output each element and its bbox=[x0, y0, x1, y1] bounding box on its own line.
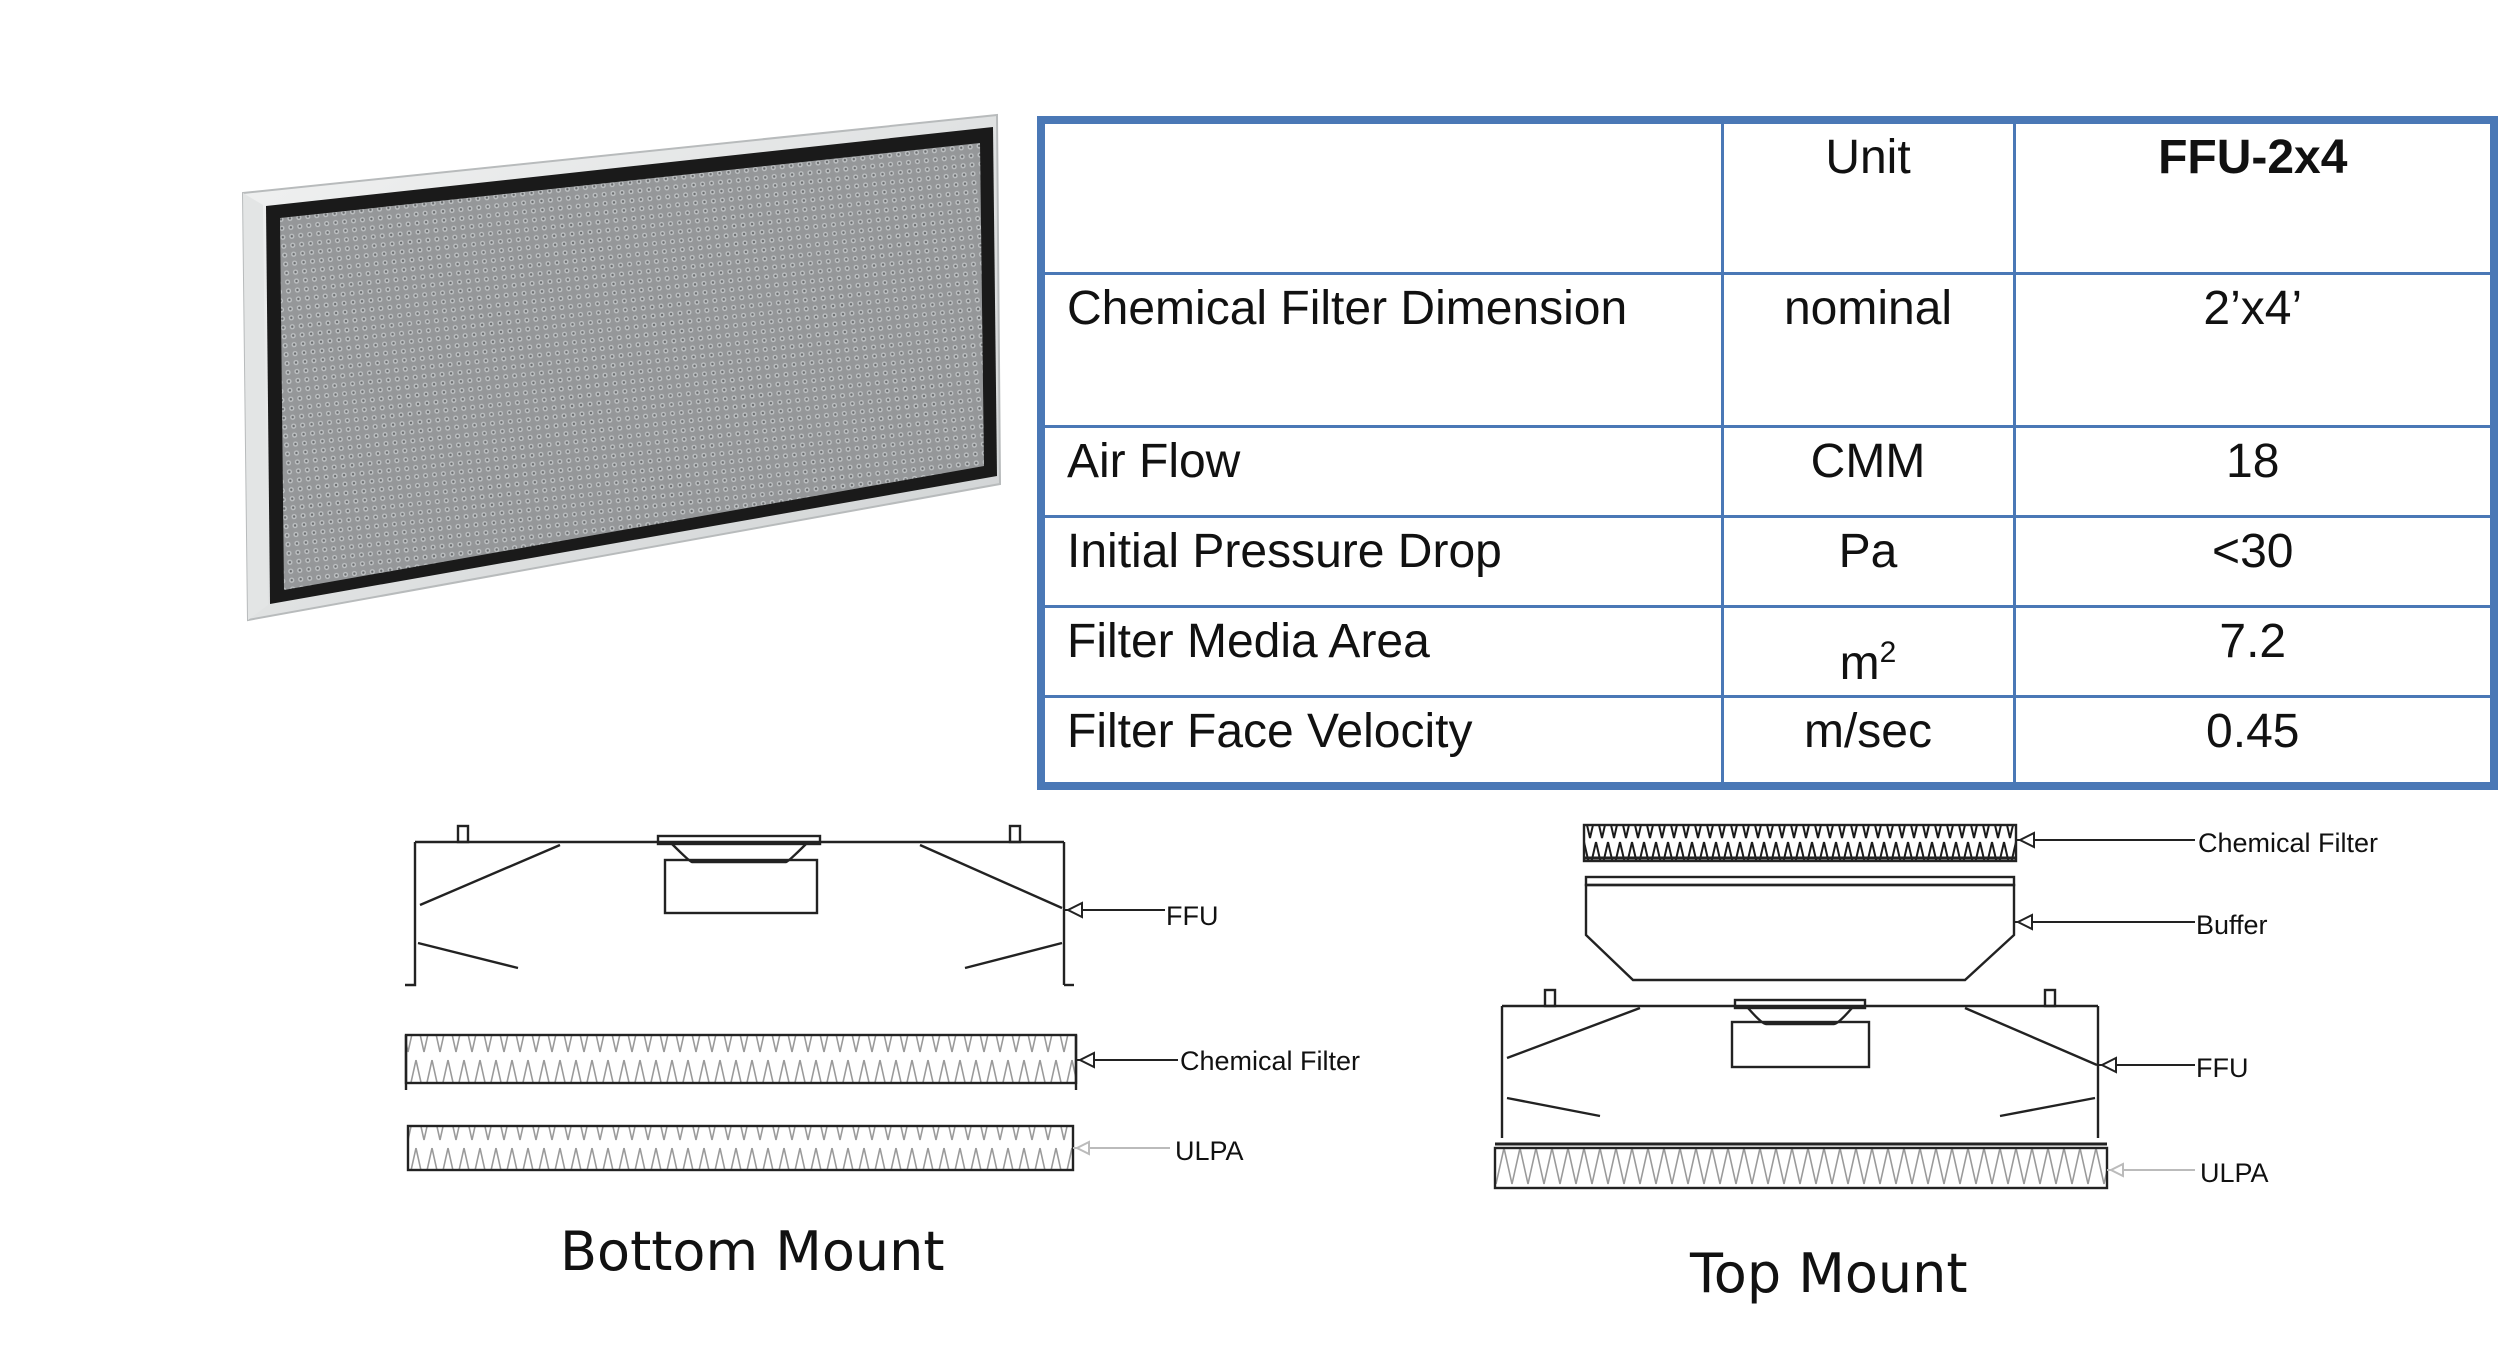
top-buffer-label: Buffer bbox=[2196, 910, 2268, 940]
spec-header-row: Unit FFU-2x4 bbox=[1039, 118, 2496, 275]
row-value: 18 bbox=[2012, 424, 2496, 518]
bottom-mount-diagram bbox=[404, 824, 1178, 1172]
bottom-ffu-unit bbox=[405, 824, 1165, 987]
top-ffu-label: FFU bbox=[2196, 1053, 2248, 1083]
bottom-mount-caption: Bottom Mount bbox=[560, 1220, 945, 1283]
spec-table: Unit FFU-2x4 Chemical Filter Dimension n… bbox=[1037, 116, 2498, 790]
spec-row-media-area: Filter Media Area m2 7.2 bbox=[1039, 604, 2496, 698]
header-unit-cell: Unit bbox=[1720, 118, 2016, 275]
header-model-cell: FFU-2x4 bbox=[2012, 118, 2496, 275]
bottom-ulpa-filter bbox=[406, 1124, 1170, 1172]
bottom-chemical-filter-label: Chemical Filter bbox=[1180, 1046, 1360, 1076]
row-parameter: Air Flow bbox=[1039, 424, 1724, 518]
row-unit: Pa bbox=[1720, 514, 2016, 608]
bottom-ffu-label: FFU bbox=[1166, 901, 1218, 931]
row-parameter: Filter Face Velocity bbox=[1039, 694, 1724, 788]
top-ffu-unit bbox=[1500, 988, 2195, 1138]
bottom-ulpa-label: ULPA bbox=[1175, 1136, 1244, 1166]
row-value: 0.45 bbox=[2012, 694, 2496, 788]
filter-product-image bbox=[241, 113, 1002, 622]
row-unit: m2 bbox=[1720, 604, 2016, 698]
spec-row-pressure-drop: Initial Pressure Drop Pa <30 bbox=[1039, 514, 2496, 608]
spec-row-dimension: Chemical Filter Dimension nominal 2’x4’ bbox=[1039, 271, 2496, 428]
row-unit: nominal bbox=[1720, 271, 2016, 428]
row-unit: CMM bbox=[1720, 424, 2016, 518]
spec-row-face-velocity: Filter Face Velocity m/sec 0.45 bbox=[1039, 694, 2496, 788]
top-buffer bbox=[1584, 875, 2195, 982]
row-value: 7.2 bbox=[2012, 604, 2496, 698]
top-chemical-filter bbox=[1582, 823, 2195, 863]
top-ulpa-label: ULPA bbox=[2200, 1158, 2269, 1188]
unit-superscript: 2 bbox=[1879, 635, 1897, 669]
row-parameter: Initial Pressure Drop bbox=[1039, 514, 1724, 608]
unit-base: m bbox=[1839, 636, 1880, 690]
top-chemical-filter-label: Chemical Filter bbox=[2198, 828, 2378, 858]
filter-media bbox=[280, 143, 984, 590]
bottom-chemical-filter bbox=[404, 1033, 1178, 1090]
top-mount-caption: Top Mount bbox=[1689, 1242, 1968, 1305]
row-unit: m/sec bbox=[1720, 694, 2016, 788]
row-value: 2’x4’ bbox=[2012, 271, 2496, 428]
row-value: <30 bbox=[2012, 514, 2496, 608]
row-parameter: Chemical Filter Dimension bbox=[1039, 271, 1724, 428]
row-parameter: Filter Media Area bbox=[1039, 604, 1724, 698]
header-parameter-cell bbox=[1039, 118, 1724, 275]
top-mount-diagram bbox=[1493, 823, 2195, 1190]
top-ulpa-filter bbox=[1493, 1142, 2195, 1190]
spec-row-air-flow: Air Flow CMM 18 bbox=[1039, 424, 2496, 518]
